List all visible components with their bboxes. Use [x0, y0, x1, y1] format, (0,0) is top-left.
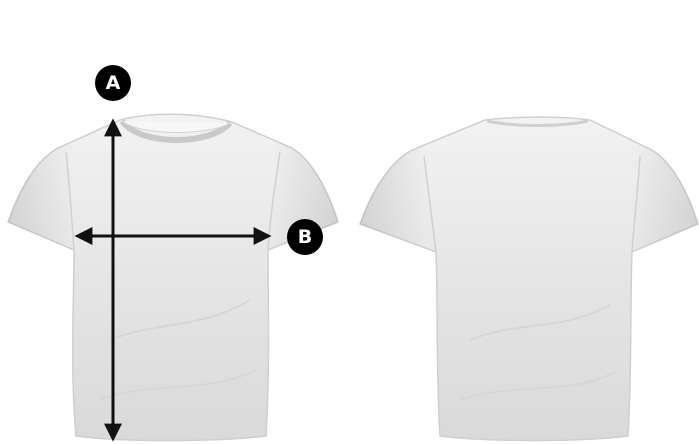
- shirt-back-shade: [360, 117, 698, 441]
- measurement-marker-b: B: [287, 219, 323, 255]
- tshirt-front-view: [8, 114, 338, 440]
- tshirt-back-view: [360, 117, 698, 441]
- shirt-front-shade: [8, 114, 338, 440]
- measurement-marker-a: A: [95, 65, 131, 101]
